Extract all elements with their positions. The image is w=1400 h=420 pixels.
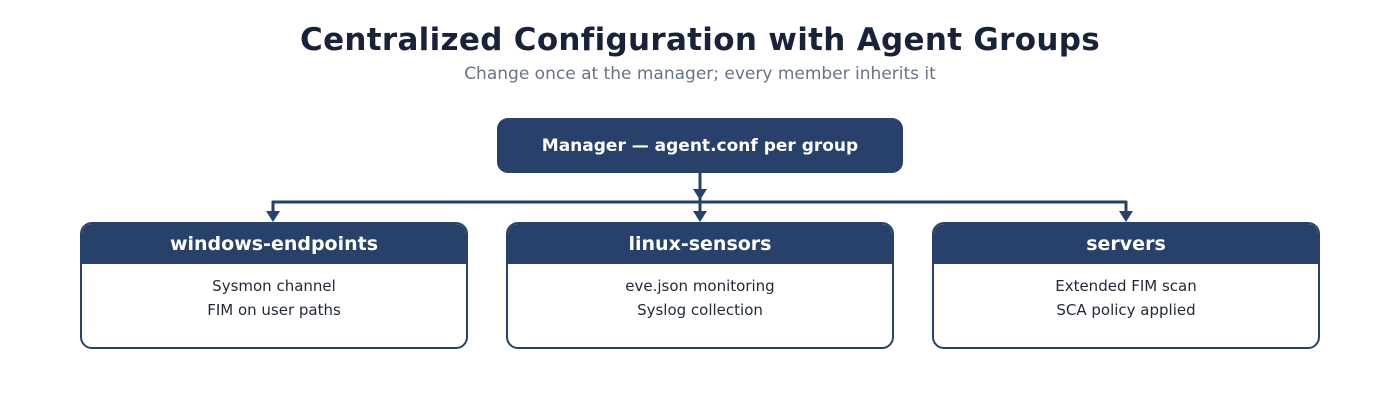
arrowhead-manager [693,189,707,200]
diagram-subtitle: Change once at the manager; every member… [464,64,936,84]
group-item: eve.json monitoring [625,277,775,295]
manager-label: Manager — agent.conf per group [541,135,859,156]
group-body: eve.json monitoring Syslog collection [508,264,892,322]
group-header: windows-endpoints [82,224,466,264]
group-item: Syslog collection [637,301,763,319]
group-node-servers: servers Extended FIM scan SCA policy app… [932,222,1320,349]
group-item: Sysmon channel [212,277,336,295]
arrowhead-servers [1119,211,1133,222]
group-body: Sysmon channel FIM on user paths [82,264,466,322]
group-body: Extended FIM scan SCA policy applied [934,264,1318,322]
manager-node: Manager — agent.conf per group [497,118,903,173]
group-header: servers [934,224,1318,264]
group-node-windows-endpoints: windows-endpoints Sysmon channel FIM on … [80,222,468,349]
group-item: FIM on user paths [207,301,341,319]
arrowhead-windows-endpoints [266,211,280,222]
arrowhead-linux-sensors [693,211,707,222]
group-header: linux-sensors [508,224,892,264]
diagram-title: Centralized Configuration with Agent Gro… [300,22,1100,58]
group-node-linux-sensors: linux-sensors eve.json monitoring Syslog… [506,222,894,349]
group-item: SCA policy applied [1056,301,1196,319]
group-item: Extended FIM scan [1055,277,1197,295]
